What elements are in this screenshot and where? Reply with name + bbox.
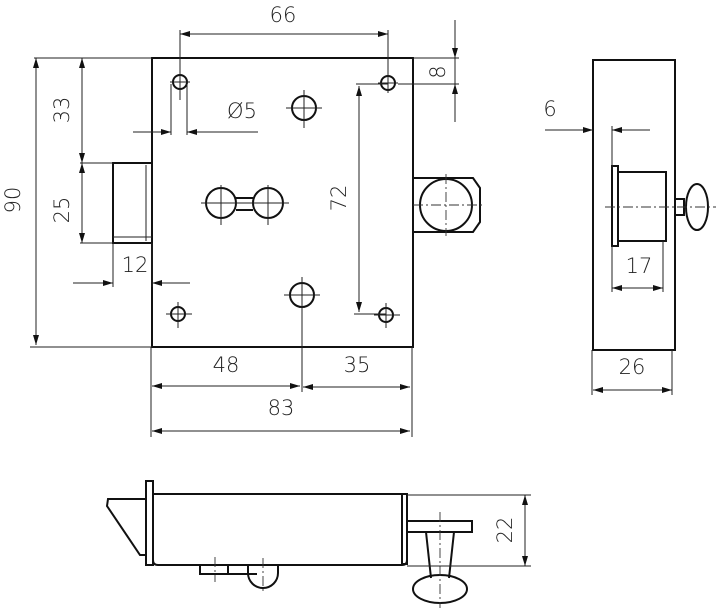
bottom-body (152, 493, 408, 566)
svg-text:66: 66 (270, 3, 297, 27)
svg-text:17: 17 (626, 254, 653, 278)
svg-text:Ø5: Ø5 (227, 99, 257, 123)
dimension-6: 6 (543, 97, 650, 170)
left-bolt (112, 162, 153, 244)
svg-text:26: 26 (619, 355, 646, 379)
dimension-22: 22 (407, 494, 531, 567)
dimension-26: 26 (591, 350, 673, 395)
svg-text:22: 22 (493, 517, 517, 544)
svg-text:48: 48 (213, 353, 240, 377)
bottom-fitting (199, 557, 279, 591)
dimension-48: 48 (150, 347, 413, 437)
svg-text:35: 35 (344, 353, 371, 377)
dimension-12: 12 (73, 243, 190, 287)
dimension-8: 8 (398, 20, 459, 122)
svg-text:90: 90 (1, 187, 25, 214)
front-view: 66 8 90 33 25 12 (1, 3, 483, 437)
side-view: 6 17 26 (543, 59, 716, 395)
svg-text:12: 12 (122, 253, 149, 277)
dimension-66: 66 (179, 3, 389, 100)
svg-text:83: 83 (268, 396, 295, 420)
side-body (592, 59, 676, 351)
svg-text:6: 6 (543, 97, 556, 121)
dimension-diameter-5: Ø5 (133, 84, 258, 135)
dimension-35: 35 (303, 353, 410, 390)
svg-text:33: 33 (50, 97, 74, 124)
dimension-83: 83 (152, 396, 410, 434)
dimension-72: 72 (327, 83, 388, 315)
mounting-holes (166, 72, 400, 392)
side-cylinder (605, 165, 716, 247)
bolt-wedge (105, 498, 146, 556)
dimension-25: 25 (50, 162, 113, 244)
dimension-33: 33 (50, 58, 85, 163)
keyhole (201, 185, 289, 225)
dimension-17: 17 (611, 241, 664, 292)
svg-text:8: 8 (426, 65, 450, 78)
svg-text:72: 72 (327, 185, 351, 212)
bottom-view: 22 (105, 480, 531, 608)
dimension-90: 90 (1, 57, 152, 348)
bottom-knob (406, 512, 473, 608)
right-cylinder (413, 174, 483, 236)
svg-text:25: 25 (50, 197, 74, 224)
